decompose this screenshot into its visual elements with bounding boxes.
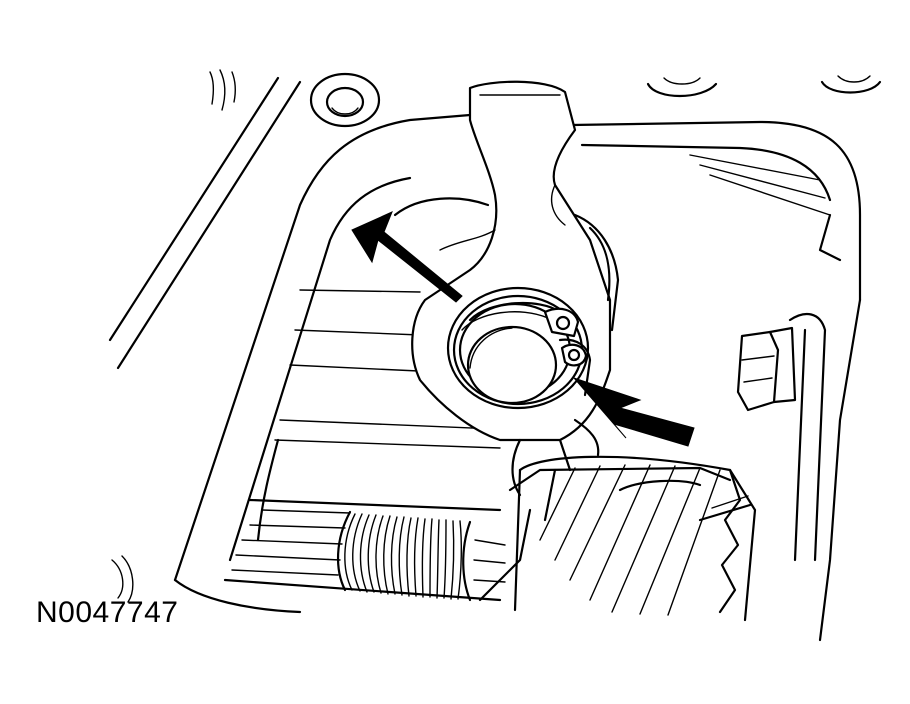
mounting-bolt-hole-left [309,72,381,128]
figure-id-label: N0047747 [36,596,179,629]
side-bolt [736,326,797,412]
arrow-pointing-to-selector-shaft-seal [351,211,463,303]
lever-lower-linkage [508,418,732,497]
mounting-bolt-hole-right [646,75,882,98]
housing-left-edges [108,69,302,370]
ring-gear [513,455,757,622]
transmission-housing [173,113,862,642]
output-shaft-splined [223,498,532,602]
selector-lever [393,80,620,442]
arrow-pointing-to-retaining-clip [572,376,695,447]
retaining-clip [543,307,592,397]
selector-shaft-seal [446,286,590,410]
housing-corner-mark [111,555,134,603]
